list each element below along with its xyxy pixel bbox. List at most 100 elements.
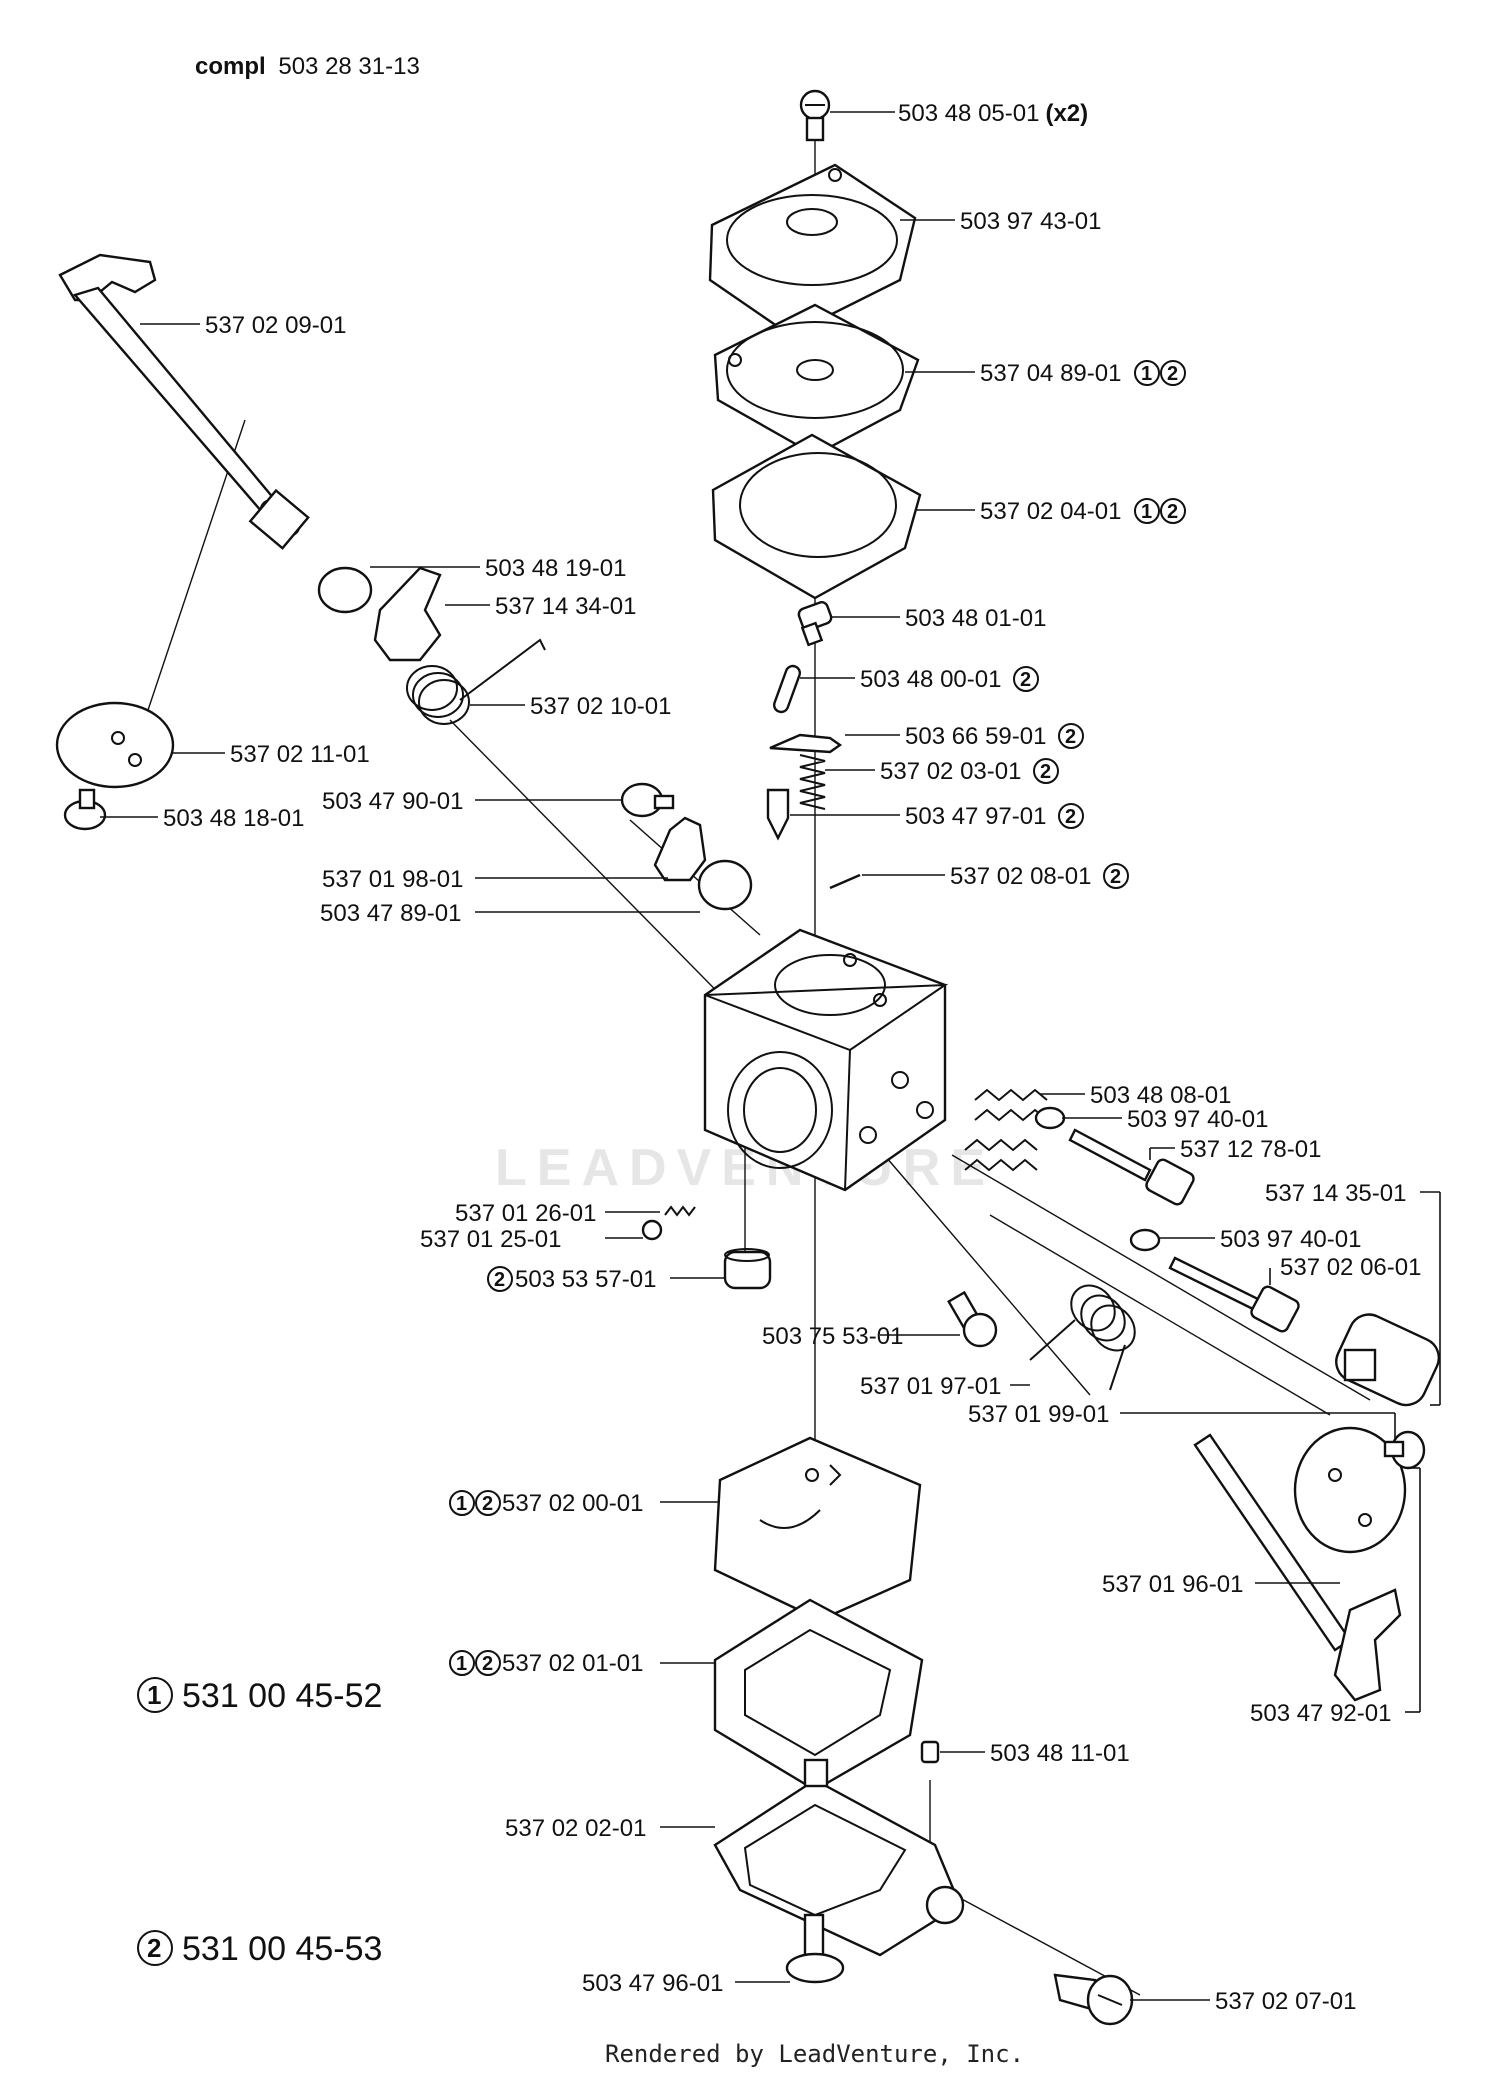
adjust-screw-drawing	[1053, 1973, 1134, 2026]
screw-top-drawing	[799, 89, 831, 142]
bushing-drawing	[317, 566, 373, 614]
lever-drawing	[769, 733, 843, 754]
compl-word: compl	[195, 53, 266, 80]
label-p03: 537 02 09-01	[205, 312, 346, 339]
compl-number: 503 28 31-13	[278, 53, 419, 80]
svg-text:503 53 57-01: 503 53 57-01	[515, 1266, 656, 1293]
label-p23: 537 14 35-01	[1265, 1180, 1406, 1207]
svg-text:537 02 08-01: 537 02 08-01	[950, 863, 1091, 890]
kit-legend: 1 531 00 45-52 2 531 00 45-53	[137, 1677, 382, 1968]
spring-drawing	[799, 754, 826, 810]
choke-spring-drawing	[1029, 1284, 1136, 1391]
svg-text:2: 2	[1020, 669, 1031, 691]
metering-diaphragm-drawing	[713, 1436, 922, 1622]
label-p08: 503 48 01-01	[905, 605, 1046, 632]
throttle-disk-drawing	[55, 701, 175, 789]
strainer-drawing	[723, 1248, 772, 1290]
choke-disk-drawing	[1293, 1426, 1407, 1554]
choke-screw-drawing	[947, 1290, 998, 1348]
svg-text:503 47 97-01: 503 47 97-01	[905, 803, 1046, 830]
label-p09: 503 48 00-01 2	[860, 666, 1039, 693]
o-ring-upper-drawing	[1034, 1106, 1066, 1130]
svg-text:531 00 45-53: 531 00 45-53	[182, 1930, 382, 1968]
compl-header: compl 503 28 31-13	[195, 53, 420, 80]
leader-lines	[100, 111, 1441, 2001]
label-p10: 537 02 10-01	[530, 693, 671, 720]
carburetor-body-drawing	[703, 928, 949, 1192]
label-p26: 537 01 25-01	[420, 1226, 561, 1253]
footer-credit: Rendered by LeadVenture, Inc.	[605, 2040, 1024, 2068]
diaphragm-drawing	[713, 303, 920, 457]
svg-text:537 02 01-01: 537 02 01-01	[502, 1650, 643, 1677]
choke-shaft-drawing	[1193, 1433, 1402, 1702]
pin-drawing	[772, 664, 802, 714]
svg-text:2: 2	[1065, 806, 1076, 828]
label-p01: 503 48 05-01(x2)	[898, 100, 1088, 127]
kit-1: 1 531 00 45-52	[137, 1677, 382, 1715]
needle-springs-drawing	[964, 1088, 1048, 1172]
label-p11: 503 66 59-01 2	[905, 723, 1084, 750]
svg-text:503 66 59-01: 503 66 59-01	[905, 723, 1046, 750]
label-p05: 537 02 04-01 1 2	[980, 498, 1186, 525]
svg-text:1: 1	[147, 1680, 161, 1710]
needle-upper-drawing	[1068, 1128, 1195, 1206]
label-p32: 1 2 537 02 00-01	[449, 1490, 643, 1517]
label-p04: 537 04 89-01 1 2	[980, 360, 1186, 387]
return-spring-drawing	[406, 638, 546, 725]
svg-text:1: 1	[456, 1493, 467, 1515]
svg-text:537 02 03-01: 537 02 03-01	[880, 758, 1021, 785]
choke-lever-drawing	[653, 816, 707, 882]
label-p07: 537 14 34-01	[495, 593, 636, 620]
check-spring-drawing	[664, 1205, 696, 1217]
svg-text:2: 2	[1167, 363, 1178, 385]
label-p27: 537 02 06-01	[1280, 1254, 1421, 1281]
label-p38: 503 47 96-01	[582, 1970, 723, 1997]
svg-text:2: 2	[482, 1493, 493, 1515]
svg-text:537 04 89-01: 537 04 89-01	[980, 360, 1121, 387]
label-p31: 537 01 99-01	[968, 1401, 1109, 1428]
label-p36: 503 48 11-01	[990, 1740, 1130, 1767]
throttle-shaft-drawing	[58, 253, 310, 550]
svg-text:1: 1	[1141, 501, 1152, 523]
label-p35: 503 47 92-01	[1250, 1700, 1391, 1727]
svg-text:2: 2	[1040, 761, 1051, 783]
label-p02: 503 97 43-01	[960, 208, 1101, 235]
label-p19: 503 47 89-01	[320, 900, 461, 927]
label-p29: 503 75 53-01	[762, 1323, 903, 1350]
screw-small-drawing	[797, 601, 833, 647]
label-p14: 503 47 90-01	[322, 788, 463, 815]
small-pin-drawing	[829, 873, 861, 890]
svg-text:2: 2	[494, 1269, 505, 1291]
label-p17: 537 01 98-01	[322, 866, 463, 893]
needle-valve-drawing	[766, 788, 790, 841]
gasket-drawing	[711, 433, 922, 600]
label-p39: 537 02 07-01	[1215, 1988, 1356, 2015]
label-p12: 537 02 11-01	[230, 741, 370, 768]
svg-text:503 48 00-01: 503 48 00-01	[860, 666, 1001, 693]
svg-text:1: 1	[1141, 363, 1152, 385]
metering-cover-drawing	[713, 1758, 965, 1957]
label-p34: 1 2 537 02 01-01	[449, 1650, 643, 1677]
svg-text:531 00 45-52: 531 00 45-52	[182, 1677, 382, 1715]
limiter-cap-drawing	[1335, 1313, 1441, 1407]
disk-screw-drawing	[63, 788, 107, 831]
svg-text:537 02 00-01: 537 02 00-01	[502, 1490, 643, 1517]
label-p13: 537 02 03-01 2	[880, 758, 1059, 785]
needle-lower-drawing	[1168, 1256, 1300, 1333]
label-p24: 537 01 26-01	[455, 1200, 596, 1227]
choke-bushing-drawing	[697, 859, 753, 911]
label-p37: 537 02 02-01	[505, 1815, 646, 1842]
svg-text:1: 1	[456, 1653, 467, 1675]
label-p22: 537 12 78-01	[1180, 1136, 1321, 1163]
svg-text:2: 2	[482, 1653, 493, 1675]
o-ring-lower-drawing	[1129, 1228, 1161, 1252]
check-ball-drawing	[641, 1219, 663, 1241]
part-labels: 503 48 05-01(x2) 503 97 43-01 537 02 09-…	[163, 100, 1421, 2015]
cover-screw-drawing	[785, 1913, 845, 1984]
plug-drawing	[920, 1740, 940, 1764]
metering-gasket-drawing	[713, 1598, 924, 1792]
lever-screw-drawing	[620, 782, 675, 818]
label-p25: 503 97 40-01	[1220, 1226, 1361, 1253]
part-drawings	[55, 89, 1441, 2026]
